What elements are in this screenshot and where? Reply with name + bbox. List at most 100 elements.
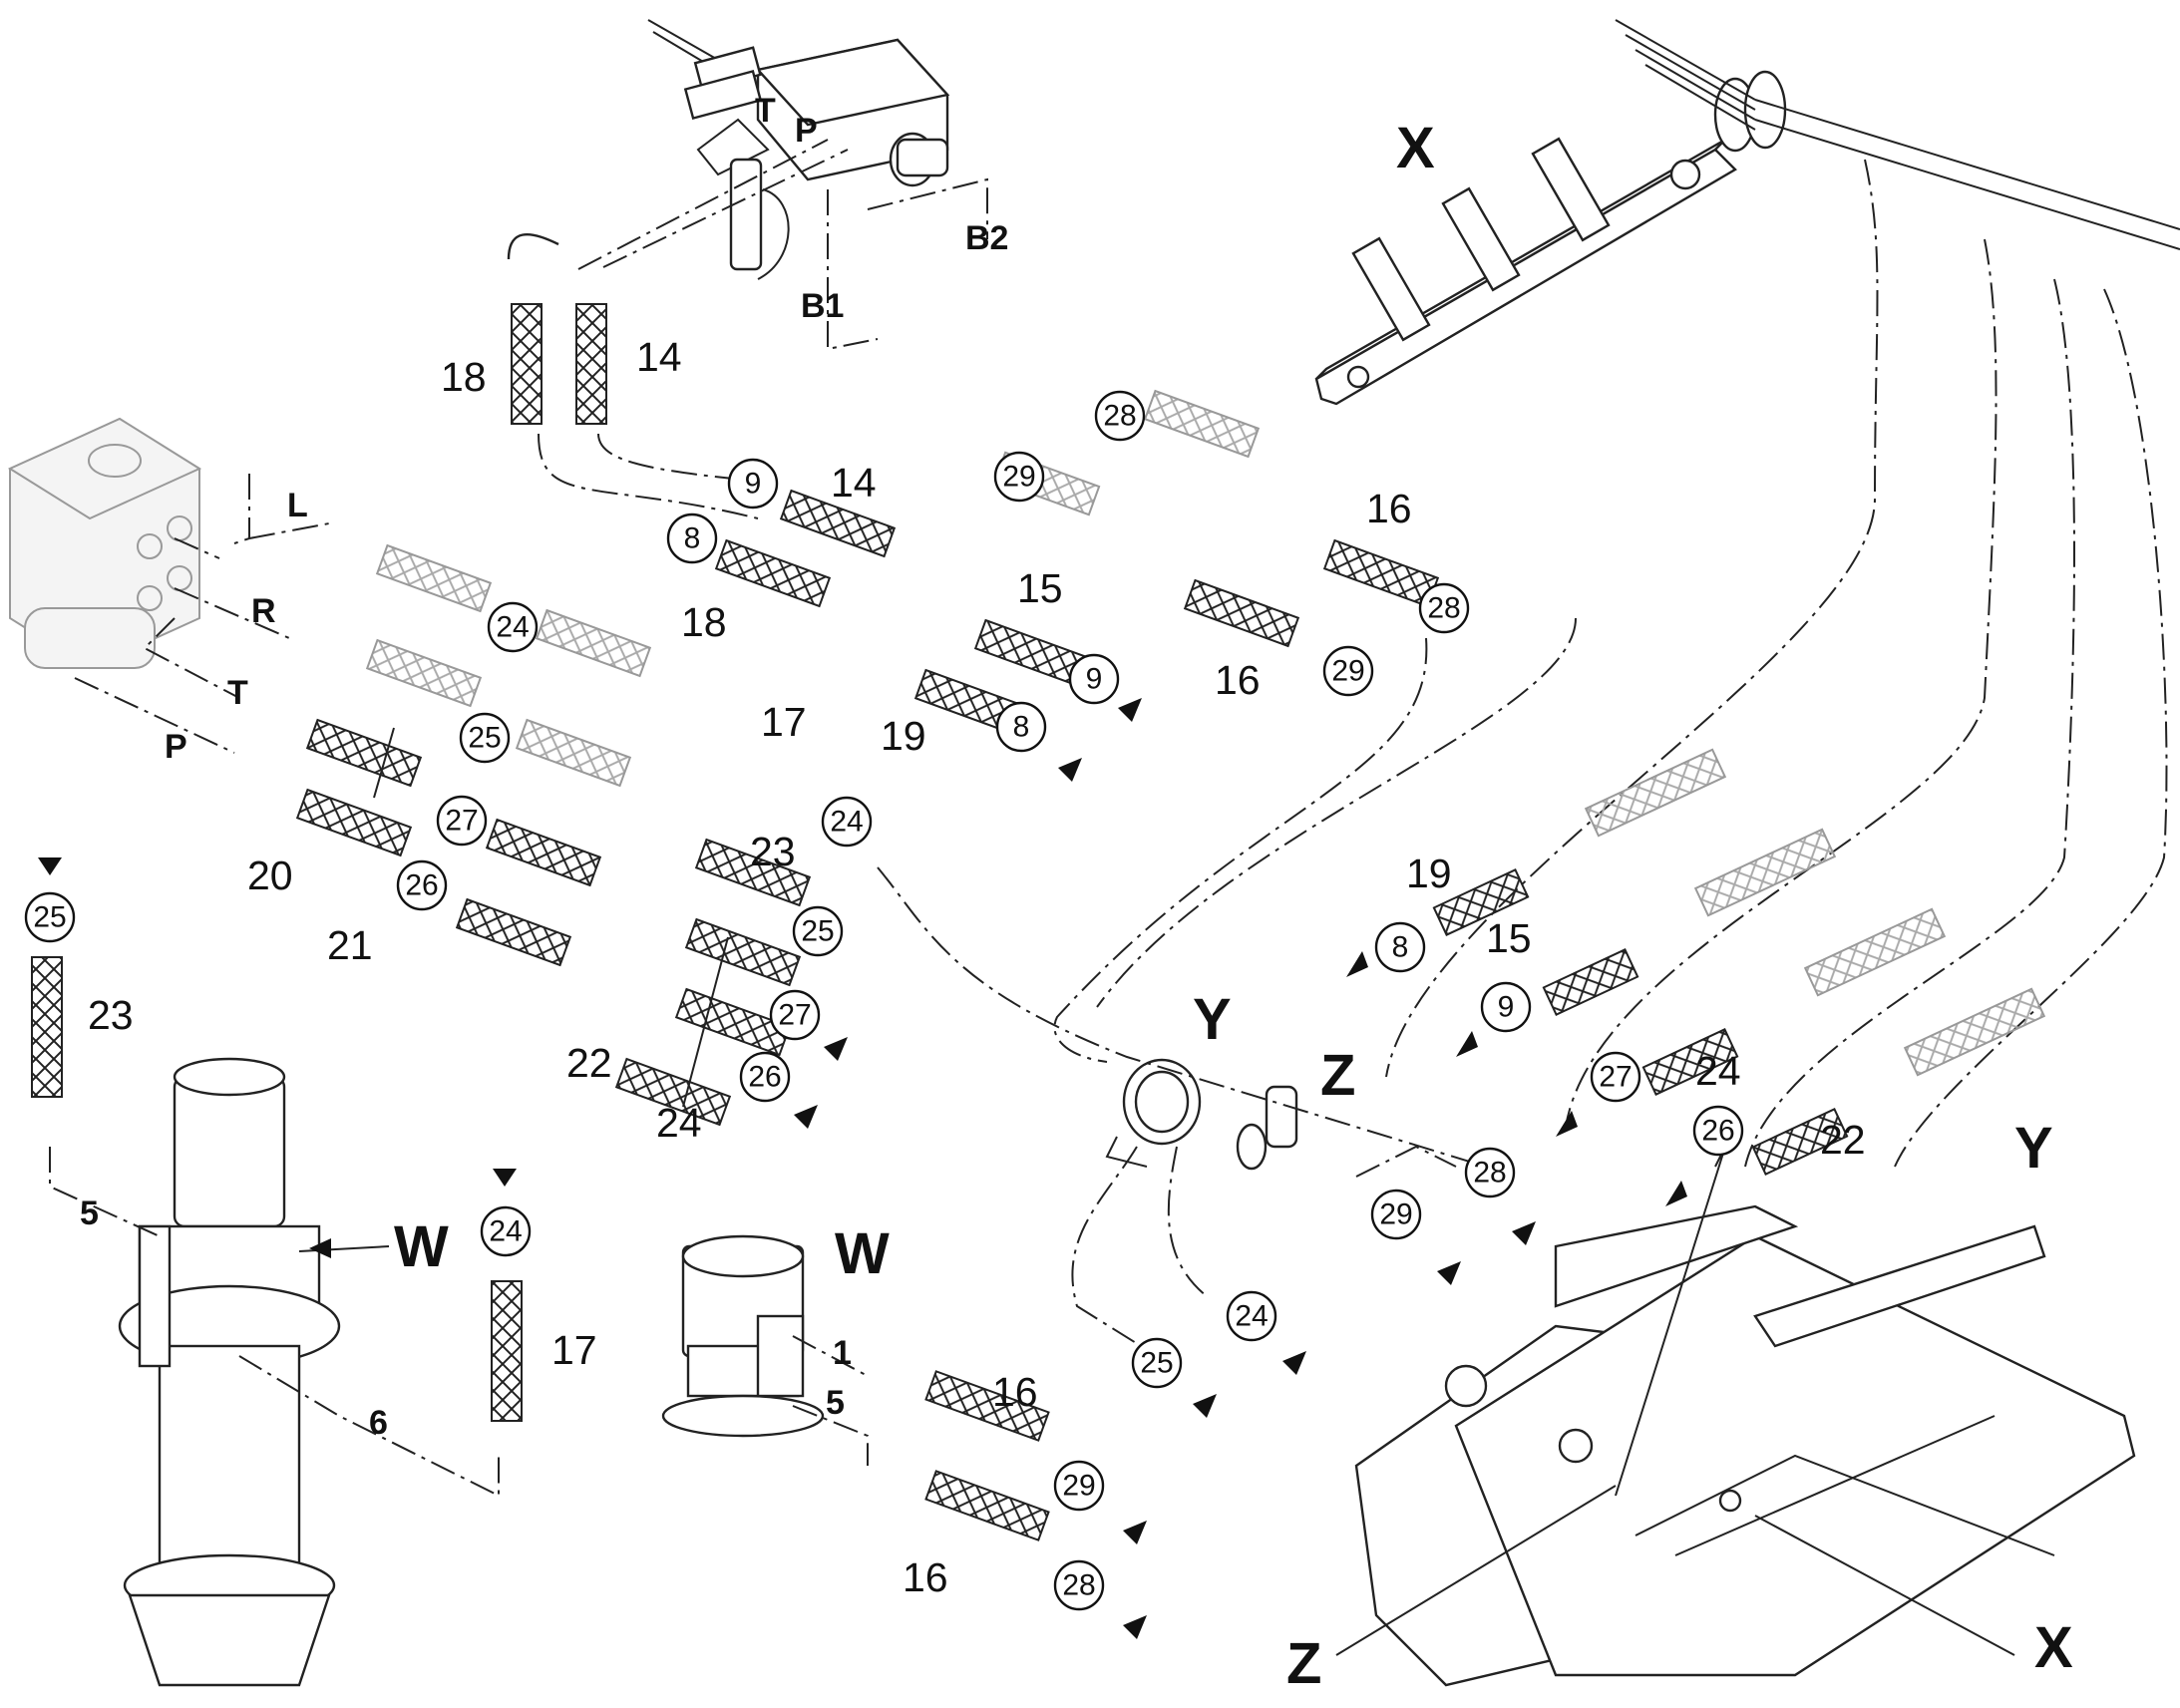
svg-text:27: 27	[1599, 1061, 1632, 1094]
port-label-1: 1	[833, 1334, 852, 1372]
part-number-14: 14	[636, 334, 682, 380]
part-number-24-right: 24	[1695, 1048, 1741, 1094]
svg-text:28: 28	[1062, 1569, 1095, 1602]
machine-frame	[1354, 1204, 2136, 1687]
port-label-5-swivel: 5	[826, 1384, 845, 1422]
svg-text:26: 26	[748, 1061, 781, 1094]
port-label-t: T	[755, 92, 776, 130]
port-label-l: L	[287, 487, 308, 524]
port-label-6: 6	[369, 1404, 388, 1442]
part-number-20: 20	[247, 853, 293, 898]
svg-text:25: 25	[468, 722, 501, 755]
part-number-23: 23	[750, 829, 796, 874]
callout-8-a: 8	[666, 512, 718, 564]
svg-text:27: 27	[778, 999, 811, 1032]
svg-text:29: 29	[1379, 1198, 1412, 1231]
part-number-24: 24	[656, 1100, 702, 1146]
callout-27-b: 27	[769, 989, 821, 1041]
svg-text:26: 26	[405, 869, 438, 902]
svg-text:29: 29	[1062, 1470, 1095, 1503]
svg-text:9: 9	[1498, 991, 1515, 1024]
pointer-label-w: W	[394, 1214, 449, 1279]
callout-24-a: 24	[487, 601, 539, 653]
callout-9-b: 9	[1068, 653, 1120, 705]
clip-z	[1236, 1085, 1298, 1171]
part-number-15-right: 15	[1486, 915, 1532, 961]
svg-text:25: 25	[33, 901, 66, 934]
svg-text:29: 29	[1331, 655, 1364, 688]
clamp-rail-x	[1314, 19, 2180, 406]
part-number-22: 22	[566, 1040, 612, 1086]
part-number-16-w1: 16	[992, 1369, 1038, 1415]
arrows	[38, 698, 1687, 1639]
port-label-b2: B2	[965, 219, 1008, 257]
svg-text:24: 24	[1235, 1300, 1268, 1333]
part-number-21: 21	[327, 922, 373, 968]
callout-28-b: 28	[1418, 582, 1470, 634]
part-number-14-mid: 14	[831, 460, 877, 506]
section-label-x: X	[1396, 116, 1435, 180]
port-label-p-steer: P	[165, 728, 187, 766]
port-label-t-steer: T	[227, 674, 248, 712]
callout-8-b: 8	[995, 701, 1047, 753]
callout-28-right: 28	[1464, 1147, 1516, 1198]
callout-9-right: 9	[1480, 981, 1532, 1033]
steering-unit	[7, 417, 202, 670]
svg-text:28: 28	[1103, 400, 1136, 433]
callout-8-right: 8	[1374, 921, 1426, 973]
frame-label-y: Y	[2014, 1116, 2053, 1181]
part-number-17: 17	[761, 699, 807, 745]
callout-27-right: 27	[1590, 1051, 1641, 1103]
frame-label-z: Z	[1286, 1631, 1321, 1696]
callout-24-b: 24	[821, 796, 873, 848]
part-number-17-left: 17	[551, 1327, 597, 1373]
svg-text:24: 24	[830, 806, 863, 839]
svg-text:8: 8	[684, 522, 701, 555]
callout-9-a: 9	[727, 458, 779, 510]
part-number-22-right: 22	[1820, 1117, 1866, 1163]
port-label-r: R	[251, 592, 276, 630]
svg-text:29: 29	[1002, 461, 1035, 494]
control-valve-block	[647, 19, 950, 280]
callout-24-right: 24	[1226, 1290, 1277, 1342]
callout-28-top: 28	[1094, 390, 1146, 442]
section-label-y: Y	[1193, 987, 1232, 1052]
swivel-unit-w	[661, 1234, 825, 1438]
section-label-z: Z	[1320, 1043, 1355, 1108]
callout-29-b: 29	[1322, 645, 1374, 697]
port-label-p: P	[795, 112, 818, 150]
svg-text:26: 26	[1701, 1115, 1734, 1148]
callout-25-a: 25	[459, 712, 511, 764]
section-label-w: W	[835, 1221, 890, 1286]
svg-text:9: 9	[1086, 663, 1103, 696]
svg-text:25: 25	[801, 915, 834, 948]
part-number-15: 15	[1017, 565, 1063, 611]
callout-28-w: 28	[1053, 1559, 1105, 1611]
svg-text:9: 9	[745, 468, 762, 501]
svg-text:28: 28	[1473, 1157, 1506, 1190]
svg-text:27: 27	[445, 805, 478, 838]
part-number-19-right: 19	[1406, 851, 1452, 896]
port-label-b1: B1	[801, 287, 844, 325]
hydraulic-column	[118, 1057, 341, 1687]
svg-text:8: 8	[1392, 931, 1409, 964]
callout-26-right: 26	[1692, 1105, 1744, 1157]
part-number-18: 18	[441, 354, 487, 400]
routing-lines	[49, 139, 2168, 1498]
svg-text:8: 8	[1013, 711, 1030, 744]
callout-25-left: 25	[24, 891, 76, 943]
svg-text:25: 25	[1140, 1347, 1173, 1380]
clip-y	[1105, 1058, 1202, 1168]
callout-25-right: 25	[1131, 1337, 1183, 1389]
part-number-18-mid: 18	[681, 599, 727, 645]
callout-27-a: 27	[436, 795, 488, 847]
callout-24-left: 24	[480, 1205, 532, 1257]
port-label-5-column: 5	[80, 1195, 99, 1232]
callout-29-w: 29	[1053, 1460, 1105, 1512]
callout-29-right: 29	[1370, 1189, 1422, 1240]
svg-text:28: 28	[1427, 592, 1460, 625]
svg-text:24: 24	[489, 1215, 522, 1248]
part-number-16-b: 16	[1215, 657, 1261, 703]
frame-label-x: X	[2034, 1615, 2073, 1680]
